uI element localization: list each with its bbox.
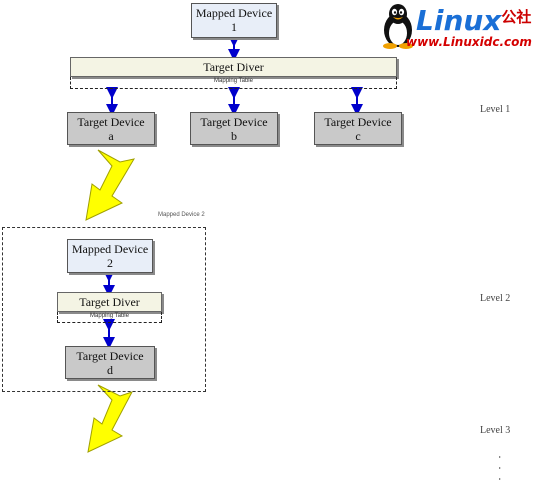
target-device-c-label: Target Device [324, 115, 392, 129]
logo-url: www.Linuxidc.com [406, 35, 532, 49]
target-driver-1: Target Diver [70, 57, 397, 77]
mapped-device-2: Mapped Device 2 [67, 239, 153, 273]
target-driver-2-label: Target Diver [79, 295, 140, 309]
logo-brand: Linux [416, 4, 502, 37]
level-1-label: Level 1 [480, 104, 511, 115]
target-device-a-id: a [108, 129, 114, 143]
tux-penguin-icon [383, 4, 413, 49]
big-arrow-level2-to-3 [87, 384, 134, 453]
mapped-device-2-region-label: Mapped Device 2 [158, 212, 205, 218]
continuation-dots: · · · [493, 455, 507, 483]
target-driver-1-label: Target Diver [203, 60, 264, 74]
mapped-device-2-label: Mapped Device [71, 242, 149, 256]
target-device-c: Target Device c [314, 112, 402, 145]
logo: Linux公社 www.Linuxidc.com [378, 2, 553, 52]
target-device-d-id: d [107, 363, 113, 377]
target-device-a: Target Device a [67, 112, 155, 145]
target-device-b: Target Device b [190, 112, 278, 145]
mapping-table-1: Mapping Table [70, 77, 397, 89]
level-3-label: Level 3 [480, 425, 511, 436]
target-device-a-label: Target Device [77, 115, 145, 129]
target-device-d: Target Device d [65, 346, 155, 379]
logo-suffix: 公社 [501, 8, 532, 26]
big-arrow-level1-to-2 [85, 149, 136, 221]
mapping-table-1-label: Mapping Table [214, 78, 253, 84]
target-device-b-id: b [231, 129, 237, 143]
mapped-device-1: Mapped Device 1 [191, 3, 277, 38]
mapped-device-2-region [2, 227, 206, 392]
mapped-device-1-number: 1 [231, 20, 237, 34]
level-2-label: Level 2 [480, 293, 511, 304]
target-driver-2: Target Diver [57, 292, 162, 312]
continuation-text: · · · [493, 455, 507, 483]
mapping-table-2: Mapping Table [57, 312, 162, 323]
mapped-device-1-label: Mapped Device [195, 6, 273, 20]
mapped-device-2-number: 2 [107, 256, 113, 270]
target-device-d-label: Target Device [76, 349, 144, 363]
mapping-table-2-label: Mapping Table [90, 313, 129, 319]
target-device-c-id: c [355, 129, 361, 143]
target-device-b-label: Target Device [200, 115, 268, 129]
